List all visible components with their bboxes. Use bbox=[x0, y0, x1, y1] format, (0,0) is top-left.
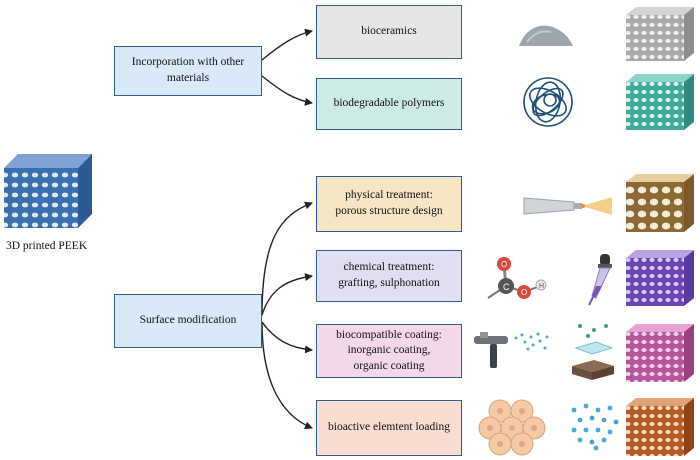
laser-nozzle-icon bbox=[523, 197, 612, 215]
loaded-scaffold-block bbox=[626, 398, 694, 456]
spray-gun-icon bbox=[474, 332, 549, 368]
powder-pile-icon bbox=[519, 25, 573, 46]
peek-scaffold-block bbox=[4, 154, 92, 228]
svg-text:O: O bbox=[501, 260, 507, 269]
arrow-to-biodegradable-polymers bbox=[261, 75, 313, 106]
biodegradable-polymers-box: biodegradable polymers bbox=[316, 78, 462, 130]
polymer-ball-icon bbox=[523, 77, 573, 127]
particles-icon bbox=[571, 403, 619, 451]
arrow-to-biocompatible-coating bbox=[261, 321, 313, 354]
bioceramic-scaffold-block bbox=[626, 7, 694, 61]
svg-text:C: C bbox=[503, 282, 510, 292]
biocompatible-coating-box: biocompatible coating: inorganic coating… bbox=[316, 324, 462, 378]
dropper-icon bbox=[588, 254, 612, 306]
polymer-scaffold-block bbox=[626, 74, 694, 130]
carboxyl-molecule-icon: C O O H bbox=[487, 257, 547, 299]
surface-modification-box: Surface modification bbox=[114, 294, 262, 348]
arrow-to-bioceramics bbox=[261, 28, 313, 61]
coating-layers-icon bbox=[572, 324, 614, 380]
arrow-to-bioactive-loading bbox=[261, 321, 313, 430]
chemical-treatment-box: chemical treatment: grafting, sulphonati… bbox=[316, 250, 462, 302]
bioceramics-box: bioceramics bbox=[316, 5, 462, 59]
coated-scaffold-block bbox=[626, 324, 694, 382]
svg-text:O: O bbox=[521, 288, 527, 297]
porous-scaffold-block bbox=[626, 174, 694, 232]
arrow-to-chemical-treatment bbox=[261, 273, 313, 316]
incorporation-box: Incorporation with other materials bbox=[114, 46, 262, 96]
cells-icon bbox=[478, 399, 546, 456]
physical-treatment-box: physical treatment: porous structure des… bbox=[316, 176, 462, 232]
chemical-scaffold-block bbox=[626, 250, 694, 306]
peek-caption: 3D printed PEEK bbox=[6, 240, 88, 252]
svg-text:H: H bbox=[539, 283, 544, 290]
arrow-to-physical-treatment bbox=[261, 201, 313, 316]
bioactive-loading-box: bioactive elemtent loading bbox=[316, 400, 462, 456]
